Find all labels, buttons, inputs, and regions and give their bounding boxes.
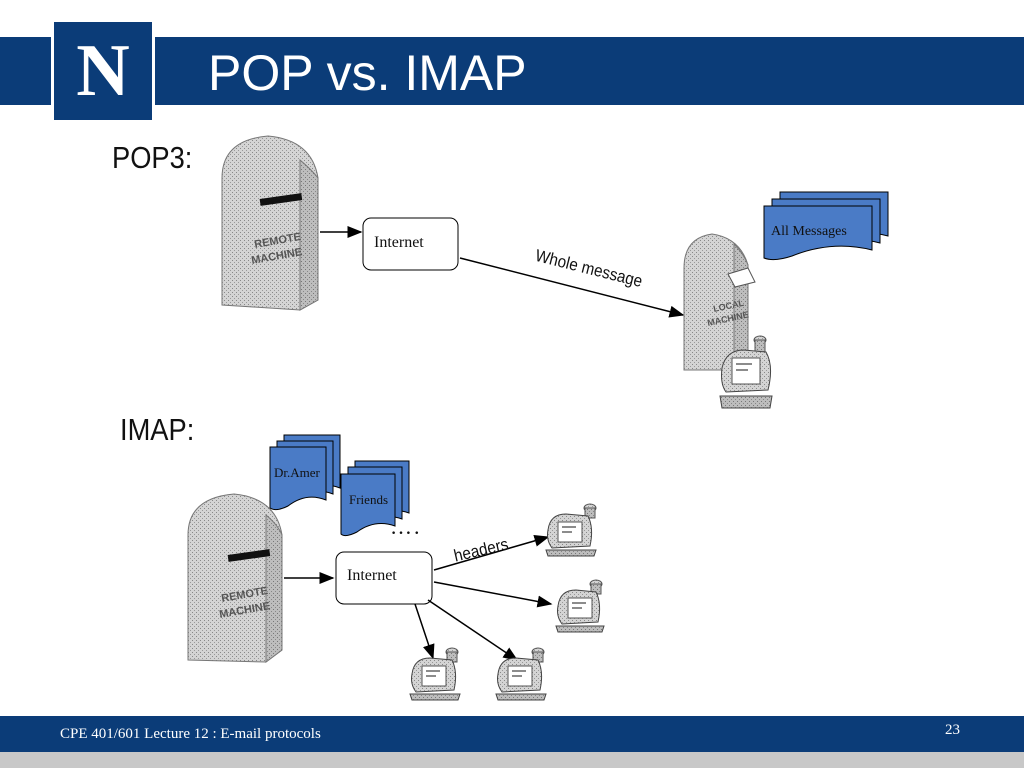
slide-title: POP vs. IMAP: [208, 45, 527, 101]
imap-internet-label: Internet: [347, 567, 397, 584]
all-messages-label: All Messages: [771, 224, 847, 239]
pop3-whole-message-arrow: [459, 257, 685, 318]
imap-headers-arrow-1: [433, 534, 550, 571]
imap-label: IMAP:: [120, 412, 195, 447]
pop3-local-mailbox-icon: LOCAL MACHINE: [683, 233, 756, 373]
imap-remote-mailbox-icon: REMOTE MACHINE: [187, 493, 283, 663]
imap-client-computer-icon: [555, 579, 605, 633]
imap-folder-label-dr-amer: Dr.Amer: [274, 465, 320, 480]
imap-internet-box: [335, 551, 433, 605]
university-logo: N: [51, 19, 155, 123]
all-messages-stack-icon: [763, 191, 889, 261]
page-number: 23: [945, 722, 960, 738]
footer-bar: [0, 716, 1024, 752]
imap-ellipsis: ….: [390, 514, 422, 539]
footer-course-title: CPE 401/601 Lecture 12 : E-mail protocol…: [60, 726, 321, 742]
logo-letter: N: [76, 29, 130, 112]
pop3-local-computer-icon: [719, 335, 773, 409]
title-bar: [0, 37, 1024, 105]
footer-gray-strip: [0, 752, 1024, 768]
imap-folder-label-friends: Friends: [349, 492, 388, 507]
imap-headers-arrow-2: [433, 581, 553, 608]
imap-folder-friends-icon: [340, 460, 410, 537]
pop3-internet-label: Internet: [374, 234, 424, 251]
imap-client-computer-icon: [545, 503, 597, 557]
imap-client-computer-icon: [495, 647, 547, 701]
imap-client-computer-icon: [409, 647, 461, 701]
imap-headers-arrow-3: [414, 603, 435, 660]
imap-headers-arrow-4: [427, 599, 519, 661]
pop3-internet-box: [362, 217, 459, 271]
imap-folder-dr-amer-icon: [269, 434, 341, 511]
pop3-remote-mailbox-icon: REMOTE MACHINE: [221, 135, 319, 311]
pop3-label: POP3:: [112, 140, 193, 175]
